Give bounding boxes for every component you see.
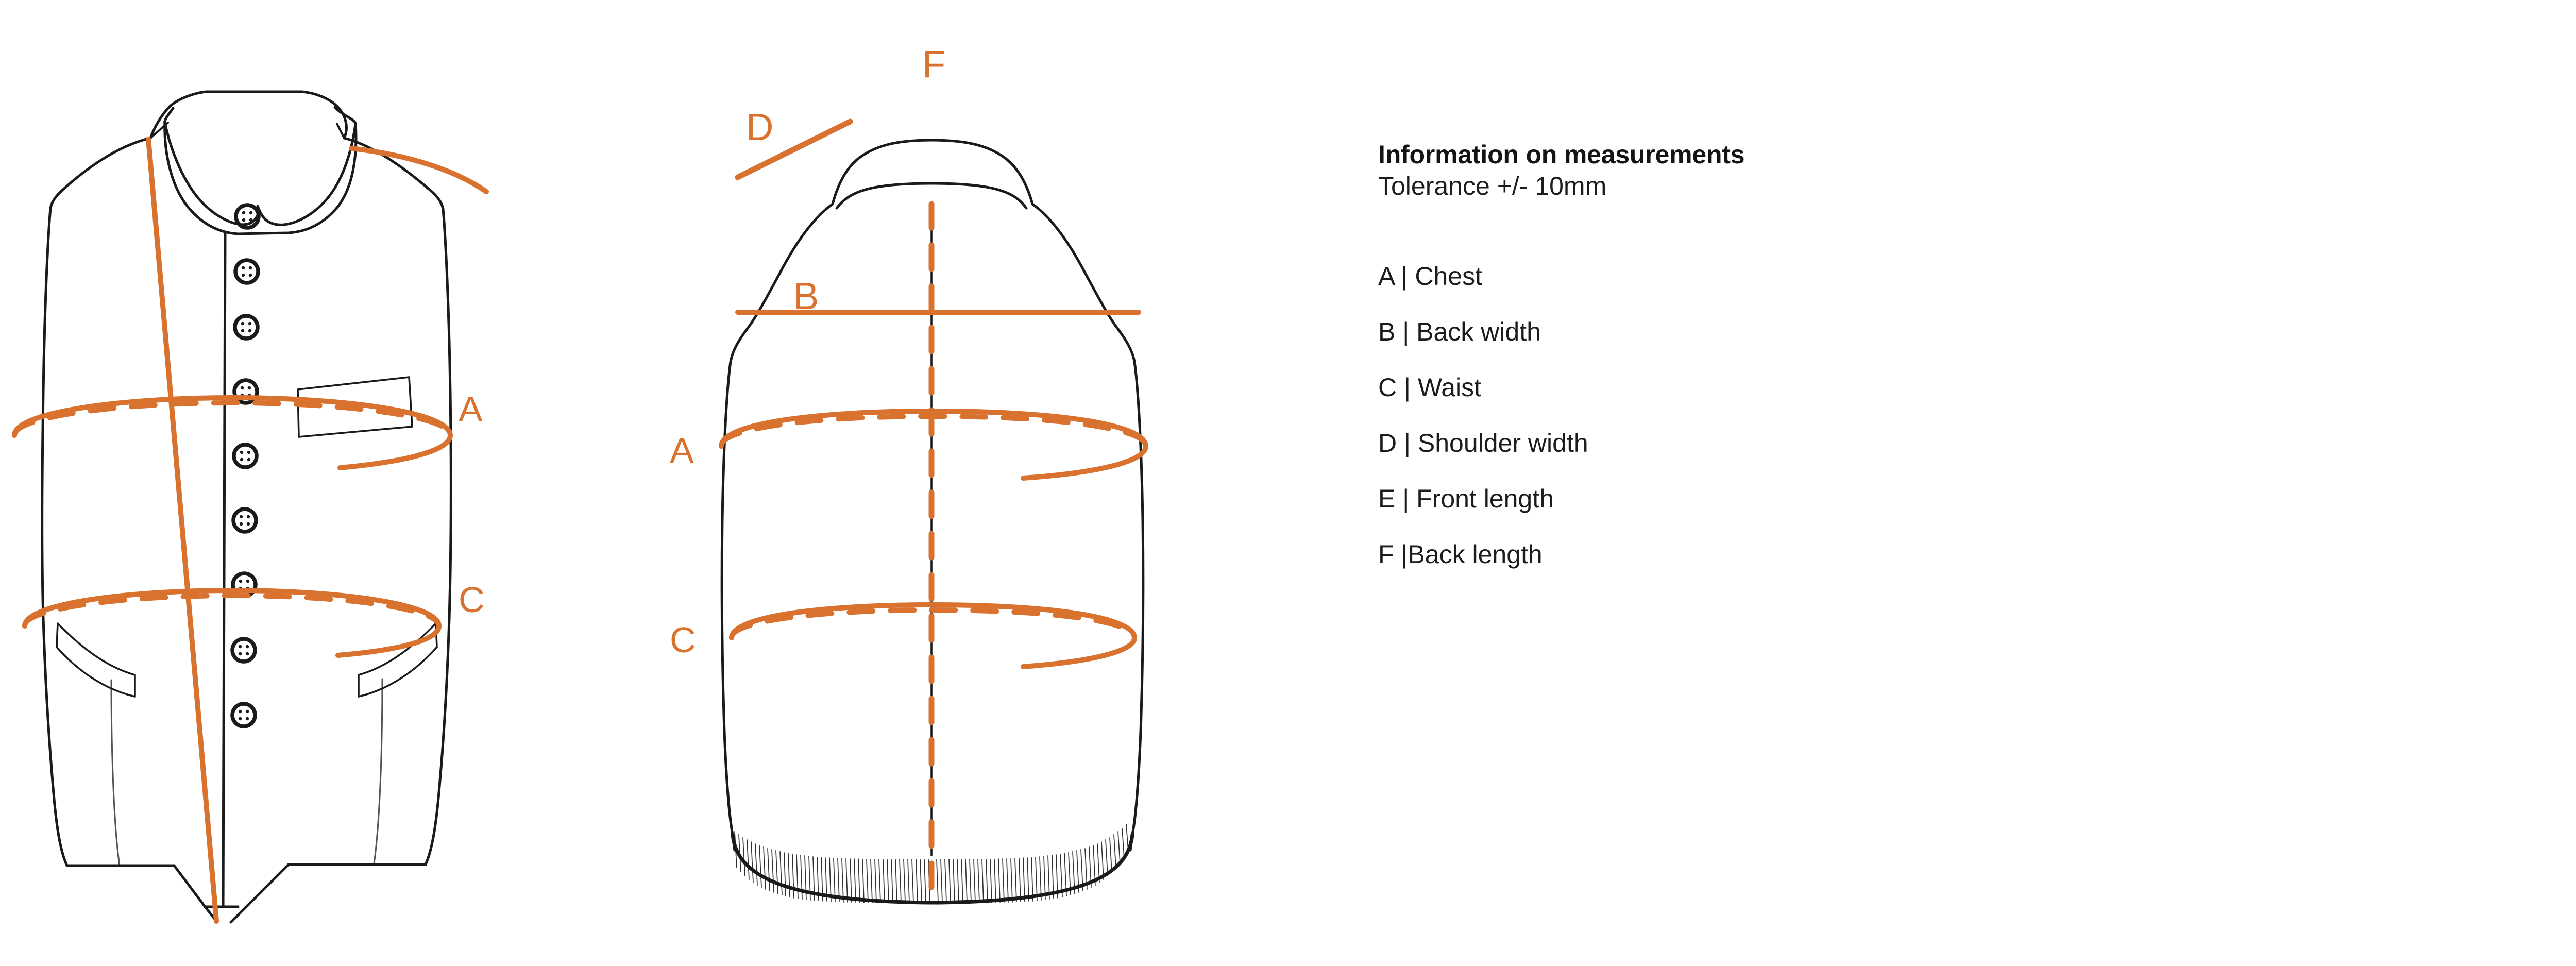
legend-item-d: D | Shoulder width	[1378, 429, 1588, 457]
guide-shoulder-width-front	[349, 146, 489, 194]
legend-item-f: F |Back length	[1378, 540, 1543, 569]
marker-C-back: C	[670, 620, 696, 660]
vest-back-illustration: F D B A C	[634, 0, 1242, 966]
legend-item-a: A | Chest	[1378, 262, 1482, 291]
marker-F-back: F	[922, 43, 945, 86]
marker-D-back: D	[746, 106, 773, 148]
guide-chest-ellipse-front-back	[719, 408, 1149, 481]
guide-waist-ellipse-back-back	[729, 607, 1137, 640]
marker-C-front: C	[459, 580, 485, 620]
guide-waist-ellipse-front	[22, 587, 442, 658]
measurement-legend-list: A | Chest B | Back width C | Waist D | S…	[1378, 263, 2099, 568]
guide-waist-ellipse-front-back	[729, 602, 1138, 669]
marker-A-front: A	[459, 389, 483, 429]
info-heading: Information on measurements	[1378, 140, 1745, 169]
guide-shoulder-width-back	[735, 118, 853, 180]
legend-item-e: E | Front length	[1378, 484, 1554, 513]
guide-chest-ellipse-front	[12, 395, 453, 470]
legend-item-b: B | Back width	[1378, 317, 1541, 346]
info-tolerance: Tolerance +/- 10mm	[1378, 172, 1607, 200]
marker-B-back: B	[793, 275, 819, 317]
guide-waist-ellipse-back	[22, 592, 442, 629]
legend-item-c: C | Waist	[1378, 373, 1482, 402]
vest-front-illustration: A C	[0, 0, 541, 966]
measurement-info-panel: Information on measurements Tolerance +/…	[1378, 139, 2099, 568]
guide-front-length	[146, 137, 219, 924]
front-button-group	[230, 203, 261, 728]
guide-chest-ellipse-back	[12, 400, 453, 438]
marker-A-back: A	[670, 430, 694, 470]
guide-chest-ellipse-back-back	[719, 413, 1148, 449]
